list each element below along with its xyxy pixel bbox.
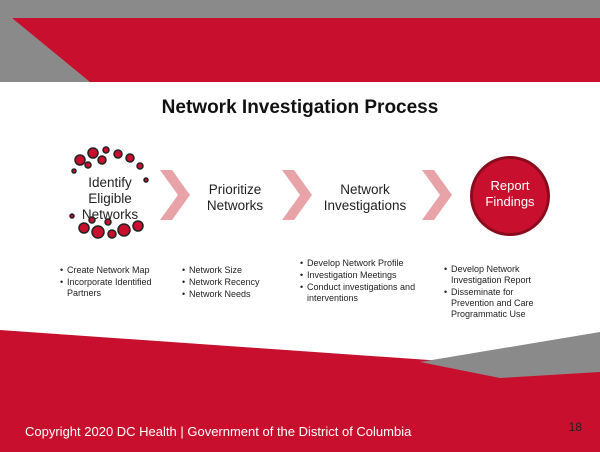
stage-identify-label: Identify Eligible Networks [81,175,139,222]
page-number: 18 [568,420,582,434]
stage-identify-bullets: Create Network Map Incorporate Identifie… [60,265,160,300]
stage-prioritize-bullets: Network Size Network Recency Network Nee… [182,265,282,301]
chevron-arrow-icon [160,170,190,220]
chevron-arrow-icon [422,170,452,220]
stage-investigations-bullets: Develop Network Profile Investigation Me… [300,258,420,305]
list-item: Develop Network Profile [300,258,420,269]
slide-title: Network Investigation Process [161,97,439,118]
footer-copyright: Copyright 2020 DC Health | Government of… [25,424,412,439]
list-item: Network Size [182,265,282,276]
chevron-arrow-icon [282,170,312,220]
network-dots-icon [69,146,149,239]
top-gray-band [0,0,600,18]
top-left-gray-wedge [0,18,90,82]
list-item: Incorporate Identified Partners [60,277,160,299]
top-red-band [12,18,600,82]
list-item: Create Network Map [60,265,160,276]
list-item: Conduct investigations and interventions [300,282,420,304]
list-item: Network Recency [182,277,282,288]
list-item: Network Needs [182,289,282,300]
stage-report-bullets: Develop Network Investigation Report Dis… [444,264,559,321]
bottom-red-band [0,330,600,452]
list-item: Disseminate for Prevention and Care Prog… [444,287,559,320]
stage-report-label: Report Findings [485,178,535,209]
report-findings-circle [470,156,550,236]
stage-investigations-label: Network Investigations [323,182,407,213]
list-item: Investigation Meetings [300,270,420,281]
bottom-right-gray-wedge [420,332,600,378]
list-item: Develop Network Investigation Report [444,264,559,286]
stage-prioritize-label: Prioritize Networks [206,182,264,213]
